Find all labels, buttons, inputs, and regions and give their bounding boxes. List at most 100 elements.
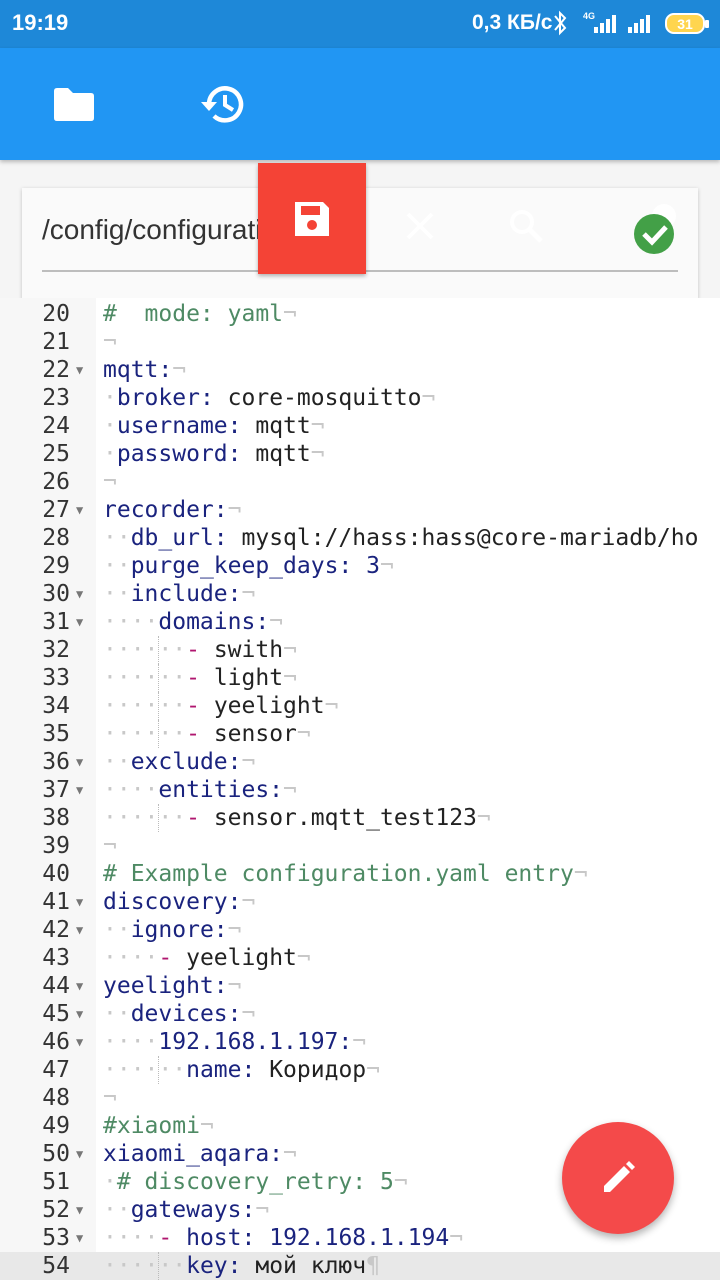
fold-toggle-icon[interactable]: ▼ xyxy=(76,755,84,769)
yaml-key: discovery: xyxy=(103,889,242,915)
code-line: 47······name: Коридор¬ xyxy=(0,1056,720,1084)
line-number: 33 xyxy=(42,665,70,691)
line-gutter xyxy=(0,298,96,1280)
line-number: 45 xyxy=(42,1001,70,1027)
fold-toggle-icon[interactable]: ▼ xyxy=(76,895,84,909)
line-number: 20 xyxy=(42,301,70,327)
history-button[interactable] xyxy=(194,76,250,132)
fold-toggle-icon[interactable]: ▼ xyxy=(76,615,84,629)
status-bar: 19:19 0,3 КБ/с 4G 31 xyxy=(0,0,720,48)
fold-toggle-icon[interactable]: ▼ xyxy=(76,1147,84,1161)
fold-toggle-icon[interactable]: ▼ xyxy=(76,587,84,601)
yaml-key: gateways: xyxy=(130,1197,256,1223)
line-number: 53 xyxy=(42,1225,70,1251)
check-settings-icon xyxy=(634,204,676,254)
code-text: ·password: mqtt¬ xyxy=(103,440,325,468)
yaml-key: db_url: xyxy=(130,525,228,551)
yaml-key: recorder: xyxy=(103,497,228,523)
code-text: ··exclude:¬ xyxy=(103,748,255,776)
folder-button[interactable] xyxy=(46,76,102,132)
code-line: 39¬ xyxy=(0,832,720,860)
code-line: 32······- swith¬ xyxy=(0,636,720,664)
eol-marker: ¬ xyxy=(283,665,297,691)
code-line: 46▼····192.168.1.197:¬ xyxy=(0,1028,720,1056)
indent-guide xyxy=(158,692,159,720)
yaml-dash: - xyxy=(186,637,200,663)
code-line: 53▼····- host: 192.168.1.194¬ xyxy=(0,1224,720,1252)
fold-toggle-icon[interactable]: ▼ xyxy=(76,1203,84,1217)
line-number: 27 xyxy=(42,497,70,523)
yaml-dash: - xyxy=(158,945,173,971)
line-number: 49 xyxy=(42,1113,70,1139)
code-editor[interactable]: 20# mode: yaml¬21¬22▼mqtt:¬23·broker: co… xyxy=(0,298,720,1280)
eol-marker: ¬ xyxy=(310,413,325,439)
whitespace-marker: ······ xyxy=(103,637,187,663)
eol-marker: ¬ xyxy=(283,777,297,803)
code-text: ·username: mqtt¬ xyxy=(103,412,325,440)
code-line: 38······- sensor.mqtt_test123¬ xyxy=(0,804,720,832)
indent-guide xyxy=(158,1252,159,1280)
whitespace-marker: ······ xyxy=(103,1253,187,1279)
fold-toggle-icon[interactable]: ▼ xyxy=(76,503,84,517)
code-line: 40# Example configuration.yaml entry¬ xyxy=(0,860,720,888)
eol-marker: ¬ xyxy=(103,329,117,355)
save-button[interactable] xyxy=(258,163,366,274)
eol-marker: ¬ xyxy=(476,805,491,831)
eol-marker: ¬ xyxy=(103,833,117,859)
whitespace-marker: · xyxy=(103,413,117,439)
whitespace-marker: · xyxy=(103,441,117,467)
yaml-dash: - xyxy=(158,1225,173,1251)
code-text: ····- yeelight¬ xyxy=(103,944,311,972)
yaml-key: password: xyxy=(116,441,242,467)
edit-fab[interactable] xyxy=(562,1122,674,1234)
code-line: 52▼··gateways:¬ xyxy=(0,1196,720,1224)
code-line: 23·broker: core-mosquitto¬ xyxy=(0,384,720,412)
fold-toggle-icon[interactable]: ▼ xyxy=(76,1035,84,1049)
svg-text:4G: 4G xyxy=(583,11,595,21)
line-number: 28 xyxy=(42,525,70,551)
eol-marker: ¬ xyxy=(199,1113,214,1139)
line-number: 50 xyxy=(42,1141,70,1167)
yaml-value: yeelight xyxy=(186,945,297,971)
line-number: 36 xyxy=(42,749,70,775)
fold-toggle-icon[interactable]: ▼ xyxy=(76,1231,84,1245)
signal-icon xyxy=(628,15,650,33)
line-number: 22 xyxy=(42,357,70,383)
eol-marker: ¬ xyxy=(241,749,256,775)
yaml-key: devices: xyxy=(130,1001,242,1027)
whitespace-marker: ·· xyxy=(103,1001,131,1027)
yaml-key: key: xyxy=(186,1253,242,1279)
code-line: 45 ▼ ··devices:¬ xyxy=(0,1000,720,1028)
close-button[interactable] xyxy=(392,198,448,254)
code-line: 48¬ xyxy=(0,1084,720,1112)
whitespace-marker: ·· xyxy=(103,581,131,607)
fold-toggle-icon[interactable]: ▼ xyxy=(76,783,84,797)
battery-icon: 31 xyxy=(665,13,709,34)
eol-marker: ¬ xyxy=(241,889,256,915)
code-line: 29··purge_keep_days: 3¬ xyxy=(0,552,720,580)
code-line: 30▼··include:¬ xyxy=(0,580,720,608)
yaml-value: mqtt xyxy=(255,413,311,439)
line-number: 51 xyxy=(42,1169,70,1195)
line-number: 29 xyxy=(42,553,70,579)
indent-guide xyxy=(158,1056,159,1084)
code-line: 54······key: мой ключ¶ xyxy=(0,1252,720,1280)
fold-toggle-icon[interactable]: ▼ xyxy=(76,1007,84,1021)
search-button[interactable] xyxy=(498,198,554,254)
yaml-value: sensor.mqtt_test123 xyxy=(213,805,477,831)
yaml-key: broker: xyxy=(116,385,214,411)
line-number: 24 xyxy=(42,413,70,439)
code-line: 35······- sensor¬ xyxy=(0,720,720,748)
code-line: 27▼recorder:¬ xyxy=(0,496,720,524)
eol-marker: ¬ xyxy=(241,1001,256,1027)
code-line: 51·# discovery_retry: 5¬ xyxy=(0,1168,720,1196)
yaml-value: 192.168.1.194 xyxy=(269,1225,450,1251)
fold-toggle-icon[interactable]: ▼ xyxy=(76,363,84,377)
check-config-button[interactable] xyxy=(626,200,682,256)
code-text: ¬ xyxy=(103,832,117,860)
fold-toggle-icon[interactable]: ▼ xyxy=(76,923,84,937)
code-line: 24 ·username: mqtt¬ xyxy=(0,412,720,440)
whitespace-marker: ···· xyxy=(103,609,159,635)
indent-guide xyxy=(158,636,159,664)
fold-toggle-icon[interactable]: ▼ xyxy=(76,979,84,993)
